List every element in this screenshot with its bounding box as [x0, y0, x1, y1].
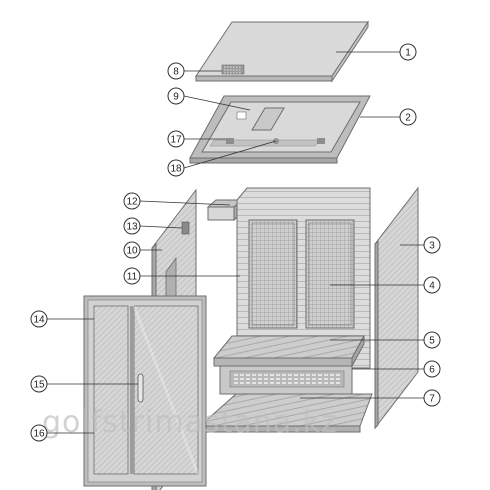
callout-5: 5 — [423, 331, 441, 349]
callout-13: 13 — [123, 217, 141, 235]
heater-panel-right — [305, 219, 355, 329]
door-handle — [137, 373, 144, 403]
fixed-glass-panel — [93, 305, 129, 475]
svg-text:6: 6 — [429, 365, 435, 376]
glass-door-panel — [133, 305, 199, 475]
svg-text:11: 11 — [127, 272, 138, 283]
back-wall — [236, 187, 371, 369]
bench — [212, 335, 365, 395]
callout-1: 1 — [399, 43, 417, 61]
svg-text:10: 10 — [126, 246, 138, 257]
roof-panel — [195, 20, 369, 83]
svg-text:7: 7 — [429, 394, 435, 405]
svg-text:16: 16 — [33, 429, 45, 440]
callout-6: 6 — [423, 360, 441, 378]
leader-lines — [47, 51, 424, 434]
svg-text:4: 4 — [429, 281, 435, 292]
left-wall-vent — [181, 221, 190, 235]
bench-heater-grille — [229, 370, 345, 388]
svg-text:15: 15 — [33, 380, 45, 391]
svg-text:13: 13 — [126, 222, 138, 233]
svg-text:9: 9 — [173, 92, 179, 103]
svg-text:3: 3 — [429, 241, 435, 252]
callout-14: 14 — [30, 310, 48, 328]
callout-12: 12 — [123, 192, 141, 210]
svg-text:2: 2 — [405, 113, 411, 124]
ceiling-panel — [189, 95, 371, 164]
callout-10: 10 — [123, 241, 141, 259]
callout-11: 11 — [123, 267, 141, 285]
svg-text:17: 17 — [170, 135, 182, 146]
callout-15: 15 — [30, 375, 48, 393]
right-side-wall — [374, 186, 419, 430]
svg-text:18: 18 — [170, 164, 182, 175]
callout-16: 16 — [30, 424, 48, 442]
vent-grille — [221, 64, 245, 75]
svg-text:8: 8 — [173, 67, 179, 78]
svg-text:12: 12 — [126, 197, 138, 208]
callout-2: 2 — [399, 108, 417, 126]
callout-18: 18 — [167, 159, 185, 177]
svg-text:5: 5 — [429, 336, 435, 347]
front-door-assembly — [83, 295, 207, 487]
callout-17: 17 — [167, 130, 185, 148]
svg-text:1: 1 — [405, 48, 411, 59]
svg-text:14: 14 — [33, 315, 45, 326]
callout-3: 3 — [423, 236, 441, 254]
watermark-text: golfstrimastana.kz — [42, 405, 338, 440]
callout-9: 9 — [167, 87, 185, 105]
callout-7: 7 — [423, 389, 441, 407]
floor-panel — [198, 393, 373, 433]
callout-4: 4 — [423, 276, 441, 294]
callout-8: 8 — [167, 62, 185, 80]
heater-panel-left — [248, 219, 298, 329]
